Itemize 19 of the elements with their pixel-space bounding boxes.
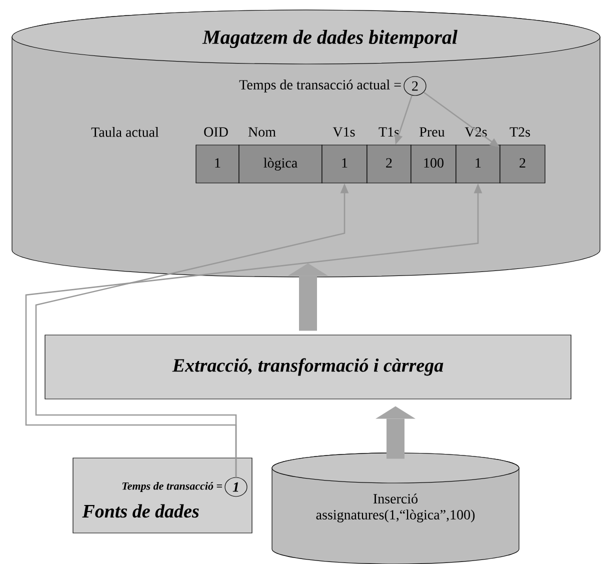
table-label: Taula actual (91, 127, 159, 137)
column-header: Preu (420, 127, 445, 137)
column-header: T2s (510, 127, 530, 137)
column-header: OID (204, 127, 228, 137)
database-cylinder: Inserció assignatures(1,“lògica”,100) (272, 452, 520, 564)
table-cell: 1 (322, 144, 368, 184)
column-header: Nom (248, 127, 276, 137)
table-cell: 1 (456, 144, 500, 184)
beside-text: Temps de transacció actual = (239, 80, 401, 92)
table-cell: 2 (366, 144, 412, 184)
column-header: V1s (332, 127, 355, 137)
table-cell: 1 (196, 144, 240, 184)
block-arrow (288, 263, 328, 331)
process-box: Extracció, transformació i càrrega (44, 334, 572, 400)
table-cell: 100 (410, 144, 456, 184)
block-arrow (376, 406, 416, 459)
beside-text: Temps de transacció = (122, 482, 222, 492)
table-cell: lògica (238, 144, 322, 184)
table-cell: 2 (500, 144, 546, 184)
